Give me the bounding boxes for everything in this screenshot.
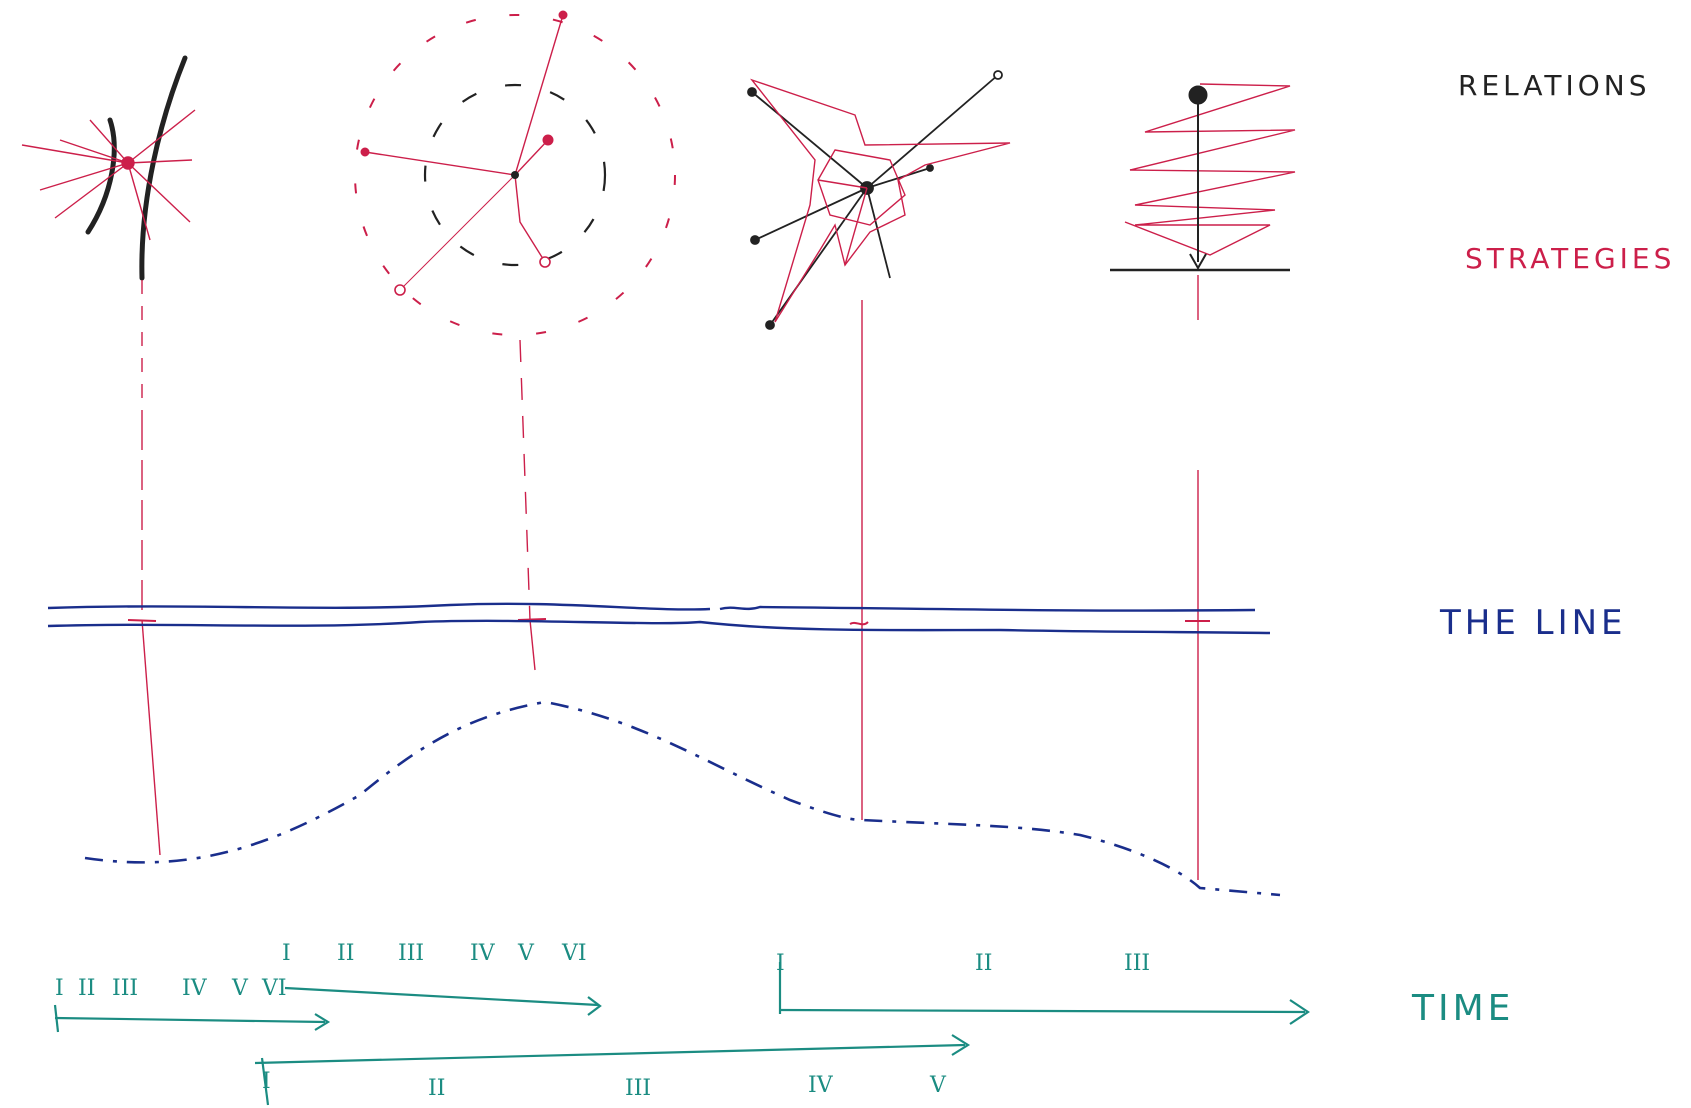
figure-2-center-node: [511, 171, 519, 179]
time-tick-label: I: [776, 951, 785, 976]
time-numerals-row-a: I II III IV V VI: [55, 976, 287, 1001]
the-line-crossing-marks: [127, 618, 1210, 626]
time-tick-label: II: [78, 976, 95, 1001]
time-tick-label: V: [929, 1073, 947, 1098]
time-tick-label: II: [975, 951, 992, 976]
time-tick-label: V: [231, 976, 249, 1001]
figure-1-strategies: [21, 109, 196, 241]
figure-1-relations: [85, 55, 188, 281]
time-tick-label: III: [112, 976, 138, 1001]
the-line-band: [47, 602, 1271, 635]
time-tick-label: III: [625, 1076, 651, 1101]
time-tick-label: II: [337, 941, 354, 966]
figure-4-relations: [1110, 85, 1290, 272]
blue-trend-curve: [84, 700, 1281, 897]
time-tick-label: I: [262, 1069, 271, 1094]
figure-3-strategies: [749, 78, 1011, 323]
time-axis-b: [284, 986, 602, 1016]
time-tick-label: IV: [808, 1073, 834, 1098]
label-the-line: THE LINE: [1439, 603, 1627, 643]
label-time: TIME: [1411, 988, 1514, 1029]
time-tick-label: IV: [182, 976, 208, 1001]
figure-2-strategies: [354, 10, 676, 336]
time-tick-label: VI: [561, 941, 587, 966]
time-numerals-row-d: I II III IV V: [262, 1069, 947, 1101]
time-tick-label: III: [398, 941, 424, 966]
time-axis-d: [254, 1034, 971, 1106]
time-tick-label: II: [428, 1076, 445, 1101]
figure-4-strategies: [1124, 83, 1296, 256]
time-tick-label: VI: [261, 976, 287, 1001]
figure-3-relations: [747, 70, 1003, 330]
time-tick-label: I: [282, 941, 291, 966]
label-relations: RELATIONS: [1458, 69, 1651, 102]
label-strategies: STRATEGIES: [1465, 242, 1675, 275]
time-axis-c: [778, 962, 1310, 1025]
time-tick-label: I: [55, 976, 64, 1001]
time-axis-a: [53, 1004, 331, 1033]
figure-2-relations: [423, 83, 607, 267]
time-tick-label: V: [517, 941, 535, 966]
time-tick-label: IV: [470, 941, 496, 966]
strategy-vertical-links: [141, 275, 1199, 880]
time-numerals-row-c: I II III: [776, 951, 1150, 976]
time-tick-label: III: [1124, 951, 1150, 976]
time-numerals-row-b: I II III IV V VI: [282, 941, 587, 966]
